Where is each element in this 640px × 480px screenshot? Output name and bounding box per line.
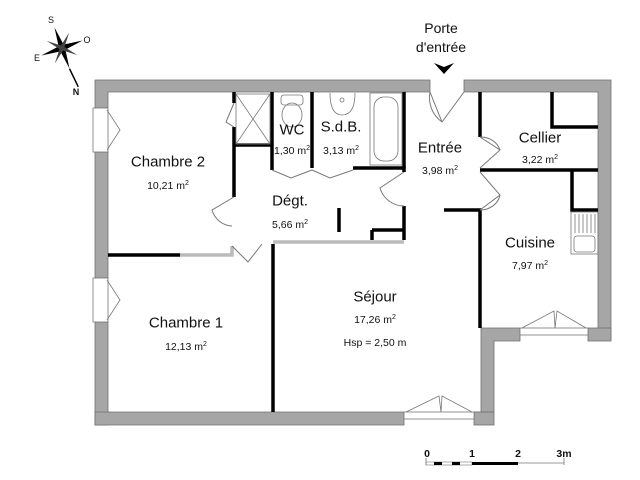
compass-west: O xyxy=(83,35,91,45)
room-area-chambre1: 12,13 m2 xyxy=(165,341,207,353)
compass-north: N xyxy=(72,87,80,97)
room-area-cellier: 3,22 m2 xyxy=(521,154,559,166)
room-name-sejour: Séjour xyxy=(353,288,397,306)
room-name-cuisine: Cuisine xyxy=(504,234,556,252)
compass-rose-icon xyxy=(41,27,83,88)
entrance-label: Porte d'entrée xyxy=(415,20,467,55)
compass-east: E xyxy=(33,53,41,63)
scale-tick-1: 1 xyxy=(469,448,475,460)
doors xyxy=(211,91,501,263)
room-name-chambre1: Chambre 1 xyxy=(148,314,224,332)
room-area-cuisine: 7,97 m2 xyxy=(511,260,549,272)
entrance-arrow-icon xyxy=(434,63,454,74)
room-area-sdb: 3,13 m2 xyxy=(322,145,360,157)
scale-bar xyxy=(425,458,565,466)
room-name-sdb: S.d.B. xyxy=(320,118,362,136)
scale-tick-3m: 3m xyxy=(556,448,572,460)
room-area-degt: 5,66 m2 xyxy=(271,219,309,231)
room-name-chambre2: Chambre 2 xyxy=(130,153,206,171)
fixtures xyxy=(235,92,599,255)
windows xyxy=(92,107,589,420)
room-area-sejour: 17,26 m2 xyxy=(354,314,396,326)
compass-south: S xyxy=(47,15,55,25)
room-name-entree: Entrée xyxy=(417,139,463,157)
scale-tick-0: 0 xyxy=(424,448,430,460)
room-name-cellier: Cellier xyxy=(518,129,562,147)
ceiling-height-note: Hsp = 2,50 m xyxy=(343,337,407,349)
room-area-entree: 3,98 m2 xyxy=(421,165,459,177)
room-name-degt: Dégt. xyxy=(272,192,308,210)
room-name-wc: WC xyxy=(279,121,305,139)
room-area-chambre2: 10,21 m2 xyxy=(147,180,189,192)
room-area-wc: 1,30 m2 xyxy=(273,145,311,157)
scale-tick-2: 2 xyxy=(515,448,521,460)
grey-partitions xyxy=(180,240,404,257)
